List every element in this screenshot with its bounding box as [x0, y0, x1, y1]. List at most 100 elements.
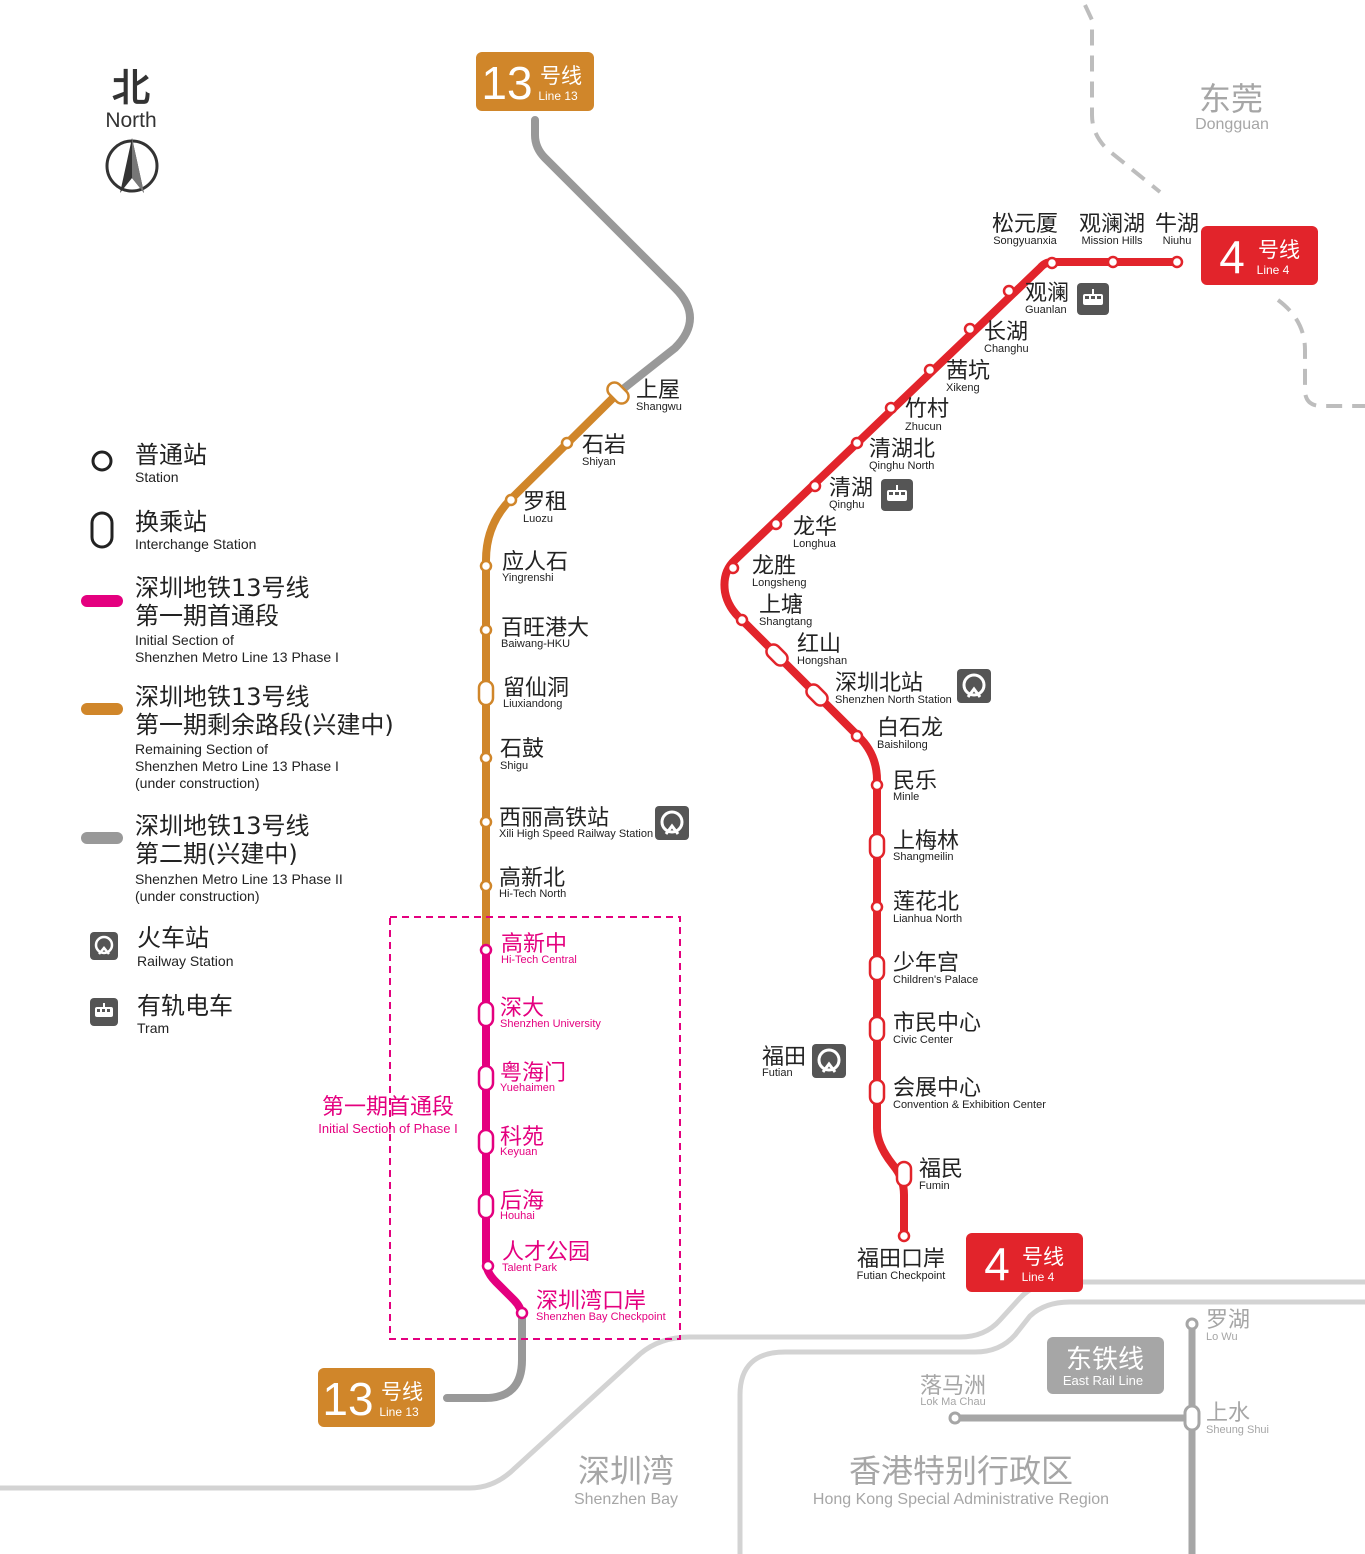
svg-text:Shenzhen Metro Line 13 Phase I: Shenzhen Metro Line 13 Phase I	[135, 758, 339, 774]
station-children-s-palace-marker	[868, 954, 886, 982]
line13-phase2-south	[443, 1311, 526, 1402]
station-hongshan-cn: 红山	[797, 632, 841, 657]
tram-icon	[90, 998, 118, 1026]
station-keyuan-en: Keyuan	[500, 1146, 537, 1158]
station-xikeng-marker	[923, 363, 937, 377]
compass-en: North	[105, 109, 156, 132]
station-futian-checkpoint-marker	[897, 1229, 911, 1243]
station-liuxiandong-cn: 留仙洞	[503, 676, 569, 701]
station-luozu-cn: 罗租	[523, 490, 567, 515]
station-shangtang-marker	[735, 613, 749, 627]
station-yingrenshi-cn: 应人石	[502, 550, 568, 575]
svg-text:第二期(兴建中): 第二期(兴建中)	[135, 840, 298, 868]
station-shenzhen-bay-checkpoint-cn: 深圳湾口岸	[536, 1289, 646, 1314]
station-longhua-en: Longhua	[793, 538, 837, 550]
station-yingrenshi-marker	[479, 559, 493, 573]
station-lianhua-north-en: Lianhua North	[893, 913, 962, 925]
station-xili-high-speed-railway-station-marker	[479, 815, 493, 829]
station-lo-wu-cn: 罗湖	[1206, 1308, 1250, 1333]
station-shigu-en: Shigu	[500, 760, 528, 772]
station-talent-park-marker	[481, 1259, 495, 1273]
station-marker-lo-wu	[1185, 1317, 1199, 1331]
station-longsheng-marker	[726, 561, 740, 575]
svg-text:East Rail Line: East Rail Line	[1063, 1373, 1143, 1388]
station-longhua-marker	[769, 517, 783, 531]
region-hong-kong-cn: 香港特别行政区	[849, 1452, 1073, 1490]
compass: 北 North	[105, 66, 159, 193]
svg-text:Line 13: Line 13	[379, 1405, 419, 1419]
region-shenzhen-bay-cn: 深圳湾	[578, 1452, 674, 1490]
station-hi-tech-north-en: Hi-Tech North	[499, 888, 566, 900]
svg-text:Line 4: Line 4	[1257, 263, 1290, 277]
station-baishilong-en: Baishilong	[877, 739, 928, 751]
station-hi-tech-north-cn: 高新北	[499, 866, 565, 891]
station-lianhua-north-marker	[870, 900, 884, 914]
svg-text:号线: 号线	[540, 64, 582, 88]
station-baiwang-hku-en: Baiwang-HKU	[501, 638, 570, 650]
legend-interchange-cn: 换乘站	[135, 508, 207, 536]
station-houhai-en: Houhai	[500, 1210, 535, 1222]
phase1-box-cn: 第一期首通段	[322, 1095, 454, 1120]
line4-station-markers	[726, 255, 1184, 1243]
station-xikeng-en: Xikeng	[946, 382, 980, 394]
station-shangmeilin-cn: 上梅林	[893, 829, 959, 854]
tram-icon	[881, 479, 913, 511]
station-songyuanxia-cn: 松元厦	[992, 212, 1058, 237]
station-qinghu-en: Qinghu	[829, 499, 864, 511]
svg-text:(under construction): (under construction)	[135, 775, 260, 791]
station-changhu-cn: 长湖	[984, 320, 1028, 345]
station-niuhu-en: Niuhu	[1163, 235, 1192, 247]
station-changhu-marker	[963, 322, 977, 336]
station-futian-railway-en: Futian	[762, 1067, 793, 1079]
station-convention-exhibition-center-en: Convention & Exhibition Center	[893, 1099, 1046, 1111]
east-rail-badge: 东铁线 East Rail Line	[1047, 1337, 1164, 1394]
station-minle-en: Minle	[893, 791, 919, 803]
station-houhai-marker	[477, 1192, 495, 1220]
